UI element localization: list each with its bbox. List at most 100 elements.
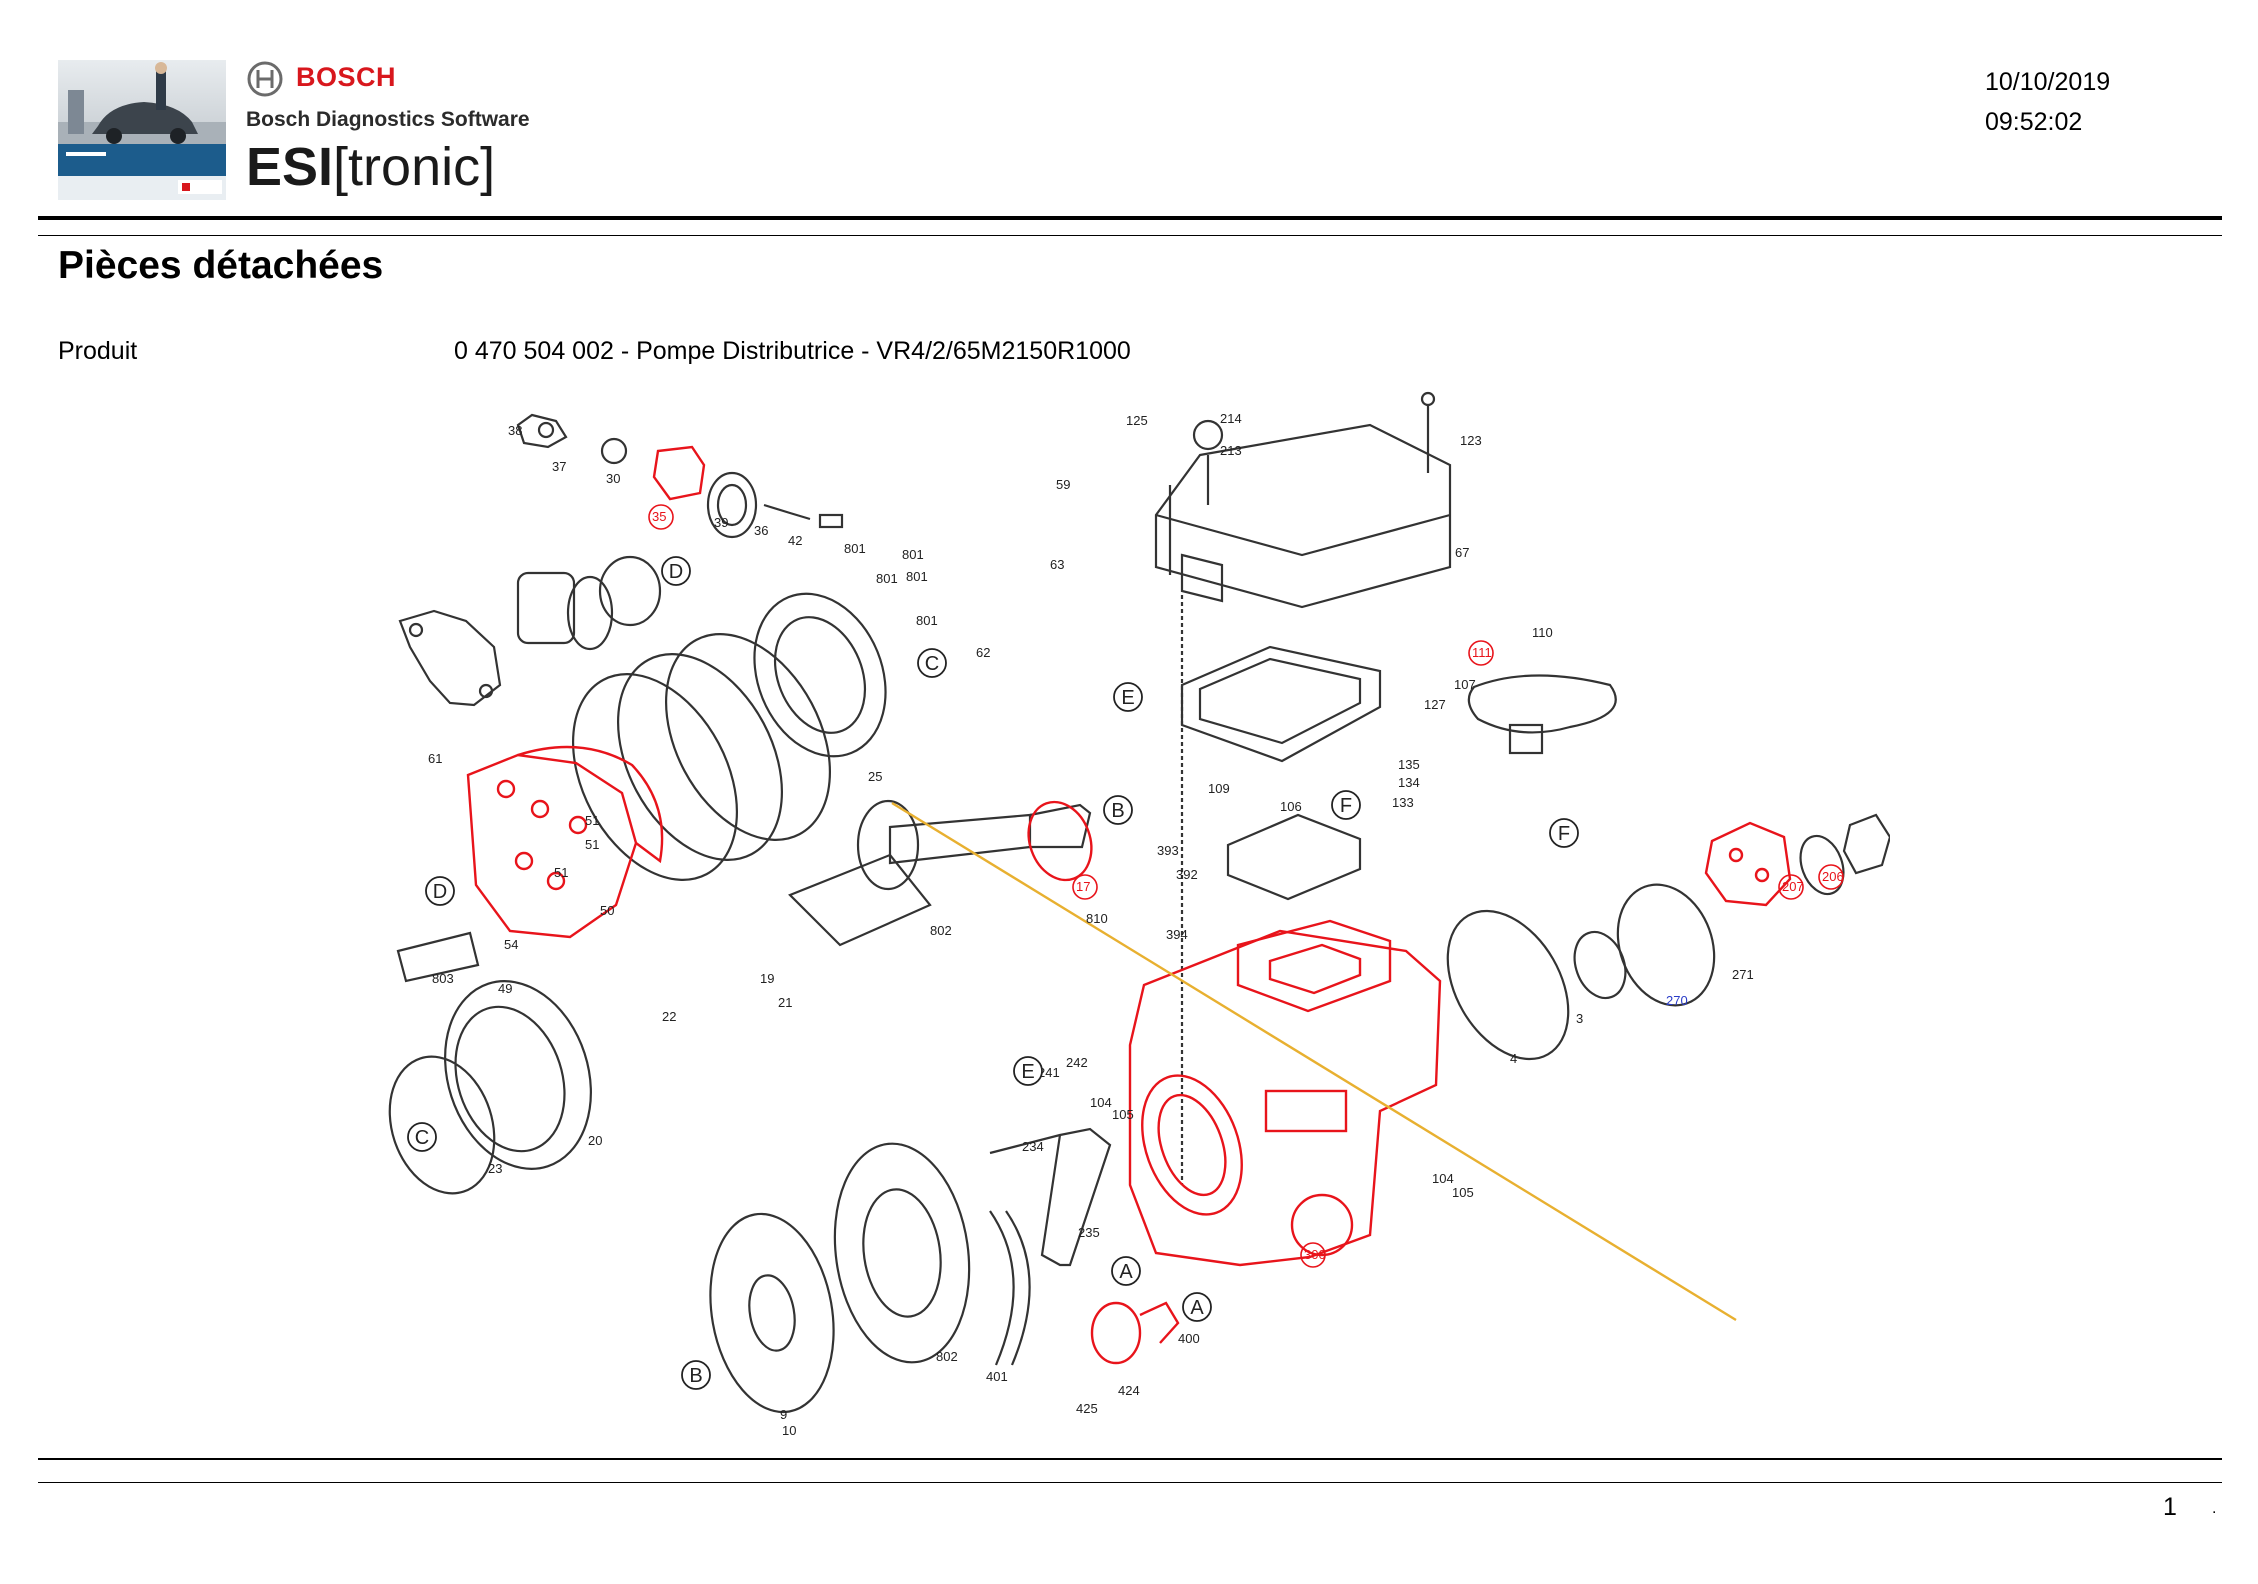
callout-letter: E (1021, 1061, 1034, 1083)
product-label: Produit (58, 337, 138, 365)
part-number-label: 62 (976, 645, 990, 660)
solenoid-shape (516, 571, 576, 645)
part-number-label: 23 (488, 1161, 502, 1176)
bracket-shape (398, 609, 502, 707)
part-number-label: 134 (1398, 775, 1420, 790)
part-number-label: 810 (1086, 911, 1108, 926)
segment-spring-shape (989, 1210, 1015, 1366)
part-number-label: 801 (916, 613, 938, 628)
callout-letter: A (1190, 1297, 1204, 1319)
part-number-label: 271 (1732, 967, 1754, 982)
callout-letter: F (1340, 795, 1352, 817)
hex-nut-shape (1842, 813, 1892, 875)
injection-pump-diagram: 3837303539364280180180180180163596261125… (388, 391, 1892, 1438)
gear-plate-highlight (1704, 821, 1792, 907)
part-number-label: 123 (1460, 433, 1482, 448)
callout-circle (1549, 818, 1579, 848)
screw-plug-shape (396, 931, 480, 983)
part-number-label: 135 (1398, 757, 1420, 772)
callout-letter: D (669, 561, 683, 583)
part-number-label: 49 (498, 981, 512, 996)
product-value: 0 470 504 002 - Pompe Distributrice - VR… (454, 337, 1131, 365)
part-number-label: 42 (788, 533, 802, 548)
washer-highlight (1027, 800, 1093, 882)
part-number-label: 207 (1782, 879, 1804, 894)
timing-disc-shape (833, 1142, 971, 1364)
part-number-label: 50 (600, 903, 614, 918)
part-number-label: 9 (780, 1407, 787, 1422)
annotation-line (891, 801, 1737, 1322)
print-time: 09:52:02 (1985, 108, 2083, 136)
part-number-label: 21 (778, 995, 792, 1010)
lever-bracket-shape (1040, 1127, 1112, 1267)
part-number-label: 394 (1166, 927, 1188, 942)
drive-shaft-shape (888, 813, 1032, 865)
drive-plate-shape (709, 1212, 835, 1414)
callout-letter: A (1119, 1261, 1133, 1283)
part-number-label: 802 (936, 1349, 958, 1364)
part-number-label: 425 (1076, 1401, 1098, 1416)
callout-circle (917, 648, 947, 678)
part-number-label: 109 (1208, 781, 1230, 796)
part-number-label: 300 (1304, 1247, 1326, 1262)
part-number-label: 37 (552, 459, 566, 474)
part-number-label: 270 (1666, 993, 1688, 1008)
part-number-label: 125 (1126, 413, 1148, 428)
part-number-label: 22 (662, 1009, 676, 1024)
header-rule-thick (38, 216, 2222, 220)
part-number-label: 213 (1220, 443, 1242, 458)
part-number-label: 61 (428, 751, 442, 766)
callout-circle (681, 1360, 711, 1390)
needle-valve-shape (763, 503, 811, 521)
callout-circle (1103, 795, 1133, 825)
part-number-label: 127 (1424, 697, 1446, 712)
header-photo (58, 60, 226, 200)
part-number-label: 242 (1066, 1055, 1088, 1070)
part-number-label: 20 (588, 1133, 602, 1148)
callout-letter: F (1558, 823, 1570, 845)
gasket-shape (1180, 645, 1382, 763)
callout-circle (1013, 1056, 1043, 1086)
part-number-label: 235 (1078, 1225, 1100, 1240)
part-number-label: 36 (754, 523, 768, 538)
footer-rule-top (38, 1458, 2222, 1460)
highlight-circle (1468, 640, 1494, 666)
pump-housing-highlight (1128, 929, 1442, 1267)
part-number-label: 393 (1157, 843, 1179, 858)
part-number-label: 19 (760, 971, 774, 986)
part-number-label: 801 (906, 569, 928, 584)
seal-ring-shape (1446, 909, 1570, 1061)
page-title: Pièces détachées (58, 244, 384, 287)
part-number-label: 4 (1510, 1051, 1517, 1066)
callout-letter: B (1111, 800, 1124, 822)
product-title: ESI[tronic] (246, 136, 495, 198)
part-number-label: 51 (585, 837, 599, 852)
header-rule-thin (38, 235, 2222, 236)
delivery-valve-highlight (652, 445, 706, 501)
part-number-label: 3 (1576, 1011, 1583, 1026)
trailing-mark: . (2212, 1500, 2217, 1517)
part-number-label: 110 (1532, 625, 1553, 640)
part-number-label: 67 (1455, 545, 1469, 560)
cam-ring-shape (444, 980, 592, 1170)
bearing-shape (753, 592, 887, 758)
callout-circle (1113, 682, 1143, 712)
part-number-label: 241 (1038, 1065, 1060, 1080)
o-ring-shape (571, 673, 739, 881)
callout-circle (1111, 1256, 1141, 1286)
brand-name: BOSCH (296, 62, 397, 92)
part-number-label: 400 (1178, 1331, 1200, 1346)
print-date: 10/10/2019 (1985, 68, 2111, 96)
part-number-label: 802 (930, 923, 952, 938)
part-number-label: 107 (1454, 677, 1476, 692)
highlight-circle (1072, 874, 1098, 900)
part-number-label: 111 (1472, 645, 1492, 660)
part-number-label: 424 (1118, 1383, 1140, 1398)
callout-letter: C (925, 653, 939, 675)
part-number-label: 106 (1280, 799, 1302, 814)
callout-letter: E (1121, 687, 1134, 709)
callout-circle (661, 556, 691, 586)
part-number-label: 39 (714, 515, 728, 530)
part-number-label: 214 (1220, 411, 1242, 426)
part-number-label: 51 (554, 865, 568, 880)
